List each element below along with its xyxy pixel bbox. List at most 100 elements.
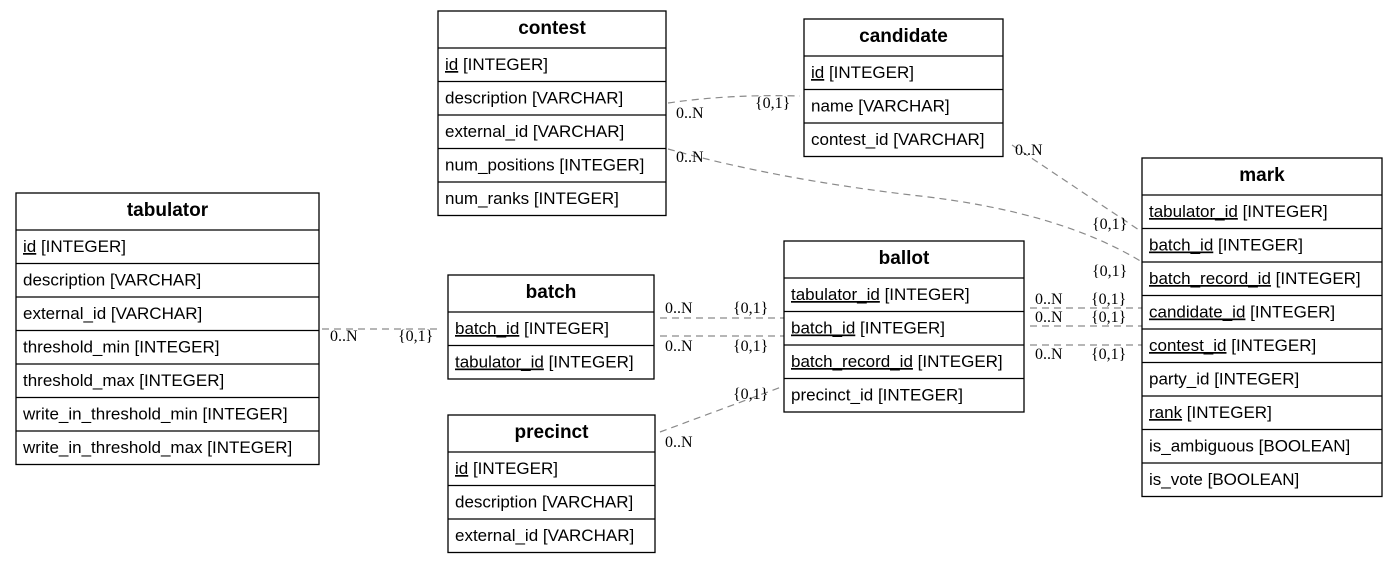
table-box bbox=[447, 414, 656, 554]
field-type: [VARCHAR] bbox=[528, 122, 624, 141]
field-type: [INTEGER] bbox=[913, 352, 1003, 371]
field-name: external_id bbox=[445, 122, 528, 141]
field-name: contest_id bbox=[811, 130, 889, 149]
cardinality-from: 0..N bbox=[1035, 346, 1063, 363]
field-candidate_id: candidate_id [INTEGER] bbox=[1149, 303, 1335, 322]
field-is_vote: is_vote [BOOLEAN] bbox=[1149, 470, 1299, 489]
table-title: mark bbox=[1239, 165, 1285, 186]
field-name: write_in_threshold_min bbox=[22, 405, 198, 424]
field-name: id bbox=[23, 237, 36, 256]
field-type: [BOOLEAN] bbox=[1203, 470, 1299, 489]
cardinality-from: 0..N bbox=[1035, 309, 1063, 326]
field-type: [INTEGER] bbox=[135, 371, 225, 390]
cardinality-from: 0..N bbox=[665, 434, 693, 451]
field-id: id [INTEGER] bbox=[811, 63, 914, 82]
field-name: id bbox=[811, 63, 824, 82]
field-description: description [VARCHAR] bbox=[455, 493, 633, 512]
field-id: id [INTEGER] bbox=[455, 459, 558, 478]
relationship-contest-mark bbox=[667, 148, 1143, 263]
field-type: [INTEGER] bbox=[855, 319, 945, 338]
field-type: [INTEGER] bbox=[36, 237, 126, 256]
field-name: precinct_id bbox=[791, 386, 873, 405]
field-type: [INTEGER] bbox=[880, 285, 970, 304]
table-title: contest bbox=[518, 18, 586, 39]
relationship-contest-candidate bbox=[667, 95, 801, 104]
field-type: [INTEGER] bbox=[824, 63, 914, 82]
field-name: tabulator_id bbox=[1149, 202, 1238, 221]
field-num_ranks: num_ranks [INTEGER] bbox=[445, 189, 619, 208]
field-name: batch_record_id bbox=[791, 352, 913, 371]
field-id: id [INTEGER] bbox=[445, 55, 548, 74]
field-type: [INTEGER] bbox=[1245, 303, 1335, 322]
cardinality-to: {0,1} bbox=[733, 386, 768, 403]
field-name: is_vote bbox=[1149, 470, 1203, 489]
field-rank: rank [INTEGER] bbox=[1149, 403, 1272, 422]
relationship-candidate-mark bbox=[1011, 144, 1143, 233]
cardinality-to: {0,1} bbox=[1092, 263, 1127, 280]
field-type: [INTEGER] bbox=[1213, 236, 1303, 255]
field-name: name [VARCHAR] bbox=[811, 97, 950, 116]
field-type: [INTEGER] bbox=[198, 405, 288, 424]
field-contest_id: contest_id [VARCHAR] bbox=[811, 130, 985, 149]
field-name: threshold_min bbox=[23, 338, 130, 357]
field-description: description [VARCHAR] bbox=[23, 271, 201, 290]
field-type: [INTEGER] bbox=[1182, 403, 1272, 422]
field-name: external_id bbox=[455, 526, 538, 545]
cardinality-from: 0..N bbox=[665, 338, 693, 355]
table-title: ballot bbox=[879, 248, 930, 269]
field-name: contest_id bbox=[1149, 336, 1227, 355]
table-box bbox=[447, 274, 655, 380]
field-batch_id: batch_id [INTEGER] bbox=[791, 319, 945, 338]
table-box bbox=[437, 10, 667, 217]
field-batch_id: batch_id [INTEGER] bbox=[1149, 236, 1303, 255]
field-name: batch_id bbox=[1149, 236, 1213, 255]
field-type: [BOOLEAN] bbox=[1254, 437, 1350, 456]
cardinality-to: {0,1} bbox=[733, 300, 768, 317]
field-tabulator_id: tabulator_id [INTEGER] bbox=[791, 285, 970, 304]
field-type: [INTEGER] bbox=[1238, 202, 1328, 221]
field-name: num_ranks bbox=[445, 189, 529, 208]
field-external_id: external_id [VARCHAR] bbox=[455, 526, 634, 545]
field-name: description bbox=[23, 271, 105, 290]
field-type: [VARCHAR] bbox=[854, 97, 950, 116]
cardinality-from: 0..N bbox=[1035, 291, 1063, 308]
field-name: party_id bbox=[1149, 370, 1209, 389]
field-type: [INTEGER] bbox=[130, 338, 220, 357]
field-type: [INTEGER] bbox=[529, 189, 619, 208]
field-type: [VARCHAR] bbox=[106, 304, 202, 323]
field-party_id: party_id [INTEGER] bbox=[1149, 370, 1299, 389]
field-external_id: external_id [VARCHAR] bbox=[23, 304, 202, 323]
field-type: [INTEGER] bbox=[1209, 370, 1299, 389]
cardinality-to: {0,1} bbox=[1091, 309, 1126, 326]
table-box bbox=[1141, 157, 1383, 498]
field-precinct_id: precinct_id [INTEGER] bbox=[791, 386, 963, 405]
field-id: id [INTEGER] bbox=[23, 237, 126, 256]
field-name: threshold_max bbox=[23, 371, 135, 390]
relationship-precinct-ballot bbox=[659, 385, 785, 433]
field-type: [VARCHAR] bbox=[105, 271, 201, 290]
field-batch_record_id: batch_record_id [INTEGER] bbox=[791, 352, 1003, 371]
field-write_in_threshold_max: write_in_threshold_max [INTEGER] bbox=[22, 438, 292, 457]
field-type: [INTEGER] bbox=[203, 438, 293, 457]
field-tabulator_id: tabulator_id [INTEGER] bbox=[455, 353, 634, 372]
field-name: id bbox=[455, 459, 468, 478]
field-type: [INTEGER] bbox=[519, 319, 609, 338]
field-num_positions: num_positions [INTEGER] bbox=[445, 156, 644, 175]
cardinality-from: 0..N bbox=[330, 328, 358, 345]
field-type: [INTEGER] bbox=[873, 386, 963, 405]
cardinality-from: 0..N bbox=[676, 105, 704, 122]
tables-layer: contest id [INTEGER] description [VARCHAR]… bbox=[15, 10, 1383, 554]
field-batch_record_id: batch_record_id [INTEGER] bbox=[1149, 269, 1361, 288]
field-external_id: external_id [VARCHAR] bbox=[445, 122, 624, 141]
table-box bbox=[803, 18, 1004, 158]
field-threshold_max: threshold_max [INTEGER] bbox=[23, 371, 224, 390]
field-type: [VARCHAR] bbox=[538, 526, 634, 545]
field-name: write_in_threshold_max bbox=[22, 438, 203, 457]
table-box bbox=[783, 240, 1025, 413]
field-threshold_min: threshold_min [INTEGER] bbox=[23, 338, 220, 357]
field-name: candidate_id bbox=[1149, 303, 1245, 322]
field-type: [INTEGER] bbox=[544, 353, 634, 372]
